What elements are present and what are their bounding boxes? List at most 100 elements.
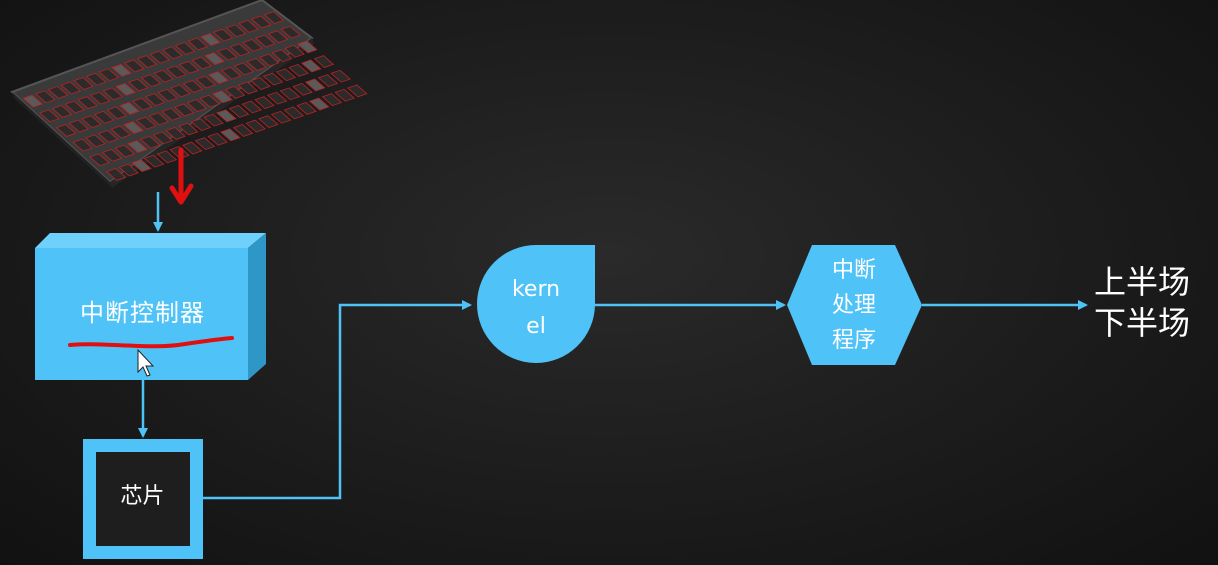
keyboard-key — [174, 103, 195, 117]
keyboard-key — [229, 43, 251, 57]
keyboard-key — [85, 72, 107, 86]
interrupt-handler-label-line1: 中断 — [831, 258, 876, 283]
keyboard-key — [165, 127, 186, 140]
keyboard-key — [313, 55, 335, 68]
keyboard-key — [73, 77, 94, 90]
keyboard-key — [60, 81, 81, 95]
keyboard-key — [89, 153, 110, 167]
chip-label: 芯片 — [120, 484, 165, 509]
keyboard-key — [296, 102, 317, 115]
keyboard-key — [267, 30, 289, 43]
keyboard-key — [140, 74, 162, 87]
keyboard-key — [111, 63, 132, 77]
keyboard-key — [152, 131, 174, 145]
keyboard-key — [288, 63, 309, 77]
keyboard-key — [51, 105, 73, 118]
keyboard-key — [93, 110, 115, 124]
keyboard-key — [238, 19, 259, 33]
keyboard-key — [224, 85, 246, 99]
interrupt-controller-label: 中断控制器 — [80, 299, 205, 327]
keyboard-key — [242, 39, 263, 52]
keyboard-key — [149, 50, 170, 64]
keyboard-key — [228, 105, 250, 118]
keyboard-key — [170, 84, 191, 98]
keyboard-key — [203, 113, 224, 127]
keyboard-key — [246, 58, 267, 71]
keyboard-key — [266, 91, 288, 105]
keyboard-key — [220, 128, 241, 142]
mouse-cursor-icon — [137, 348, 155, 377]
keyboard-key — [190, 118, 212, 131]
keyboard-key — [232, 124, 254, 137]
keyboard-key — [216, 109, 237, 123]
keyboard-key — [64, 100, 85, 114]
keyboard-key — [55, 124, 77, 137]
keyboard-key — [245, 119, 266, 133]
keyboard-key — [317, 74, 339, 87]
keyboard-key — [178, 122, 199, 136]
keyboard-key — [237, 81, 258, 95]
keyboard-key — [187, 37, 208, 51]
keyboard-key — [85, 134, 106, 148]
keyboard-key — [81, 115, 102, 129]
keyboard-icon — [10, 0, 368, 188]
keyboard-key — [220, 66, 242, 80]
interrupt-handler-label-line3: 程序 — [831, 328, 876, 353]
keyboard-key — [35, 90, 56, 104]
kernel-shape — [477, 245, 595, 363]
keyboard-key — [200, 33, 221, 46]
keyboard-key — [297, 40, 318, 54]
keyboard-key — [118, 163, 139, 177]
keyboard-key — [199, 94, 220, 108]
kernel-label-line1: kern — [511, 277, 561, 302]
keyboard-key — [321, 93, 343, 107]
keyboard-key — [270, 110, 292, 124]
keyboard-key — [208, 71, 229, 85]
keyboard-key — [162, 46, 183, 60]
kernel-label-line2: el — [526, 314, 546, 339]
keyboard-key — [212, 28, 234, 42]
keyboard-key — [72, 138, 93, 152]
keyboard-key — [301, 59, 322, 73]
keyboard-key — [143, 154, 165, 168]
keyboard-key — [114, 144, 135, 158]
keyboard-key — [161, 107, 182, 121]
keyboard-key — [166, 65, 187, 79]
interrupt-handler-shape — [787, 245, 922, 365]
keyboard-key — [135, 116, 157, 130]
keyboard-key — [255, 34, 276, 48]
keyboard-key — [279, 87, 301, 101]
keyboard-key — [156, 150, 178, 164]
keyboard-key — [225, 24, 247, 38]
keyboard-key — [97, 129, 119, 143]
keyboard-key — [275, 68, 297, 82]
keyboard-key — [292, 83, 313, 96]
keyboard-key — [106, 106, 128, 120]
keyboard-key — [250, 77, 271, 90]
keyboard-key — [132, 97, 153, 111]
keyboard-key — [115, 83, 136, 96]
annotation-underline — [68, 336, 234, 349]
keyboard-key — [258, 115, 279, 129]
top-half-label: 上半场 — [1094, 263, 1191, 301]
keyboard-key — [131, 159, 152, 173]
keyboard-key — [123, 121, 144, 134]
keyboard-key — [186, 99, 208, 112]
keyboard-key — [139, 135, 161, 149]
keyboard-key — [144, 93, 166, 107]
keyboard-key — [153, 69, 174, 83]
annotation-arrow — [169, 147, 194, 205]
keyboard-key — [124, 59, 145, 73]
keyboard-key — [182, 80, 204, 93]
keyboard-key — [204, 52, 225, 65]
keyboard-key — [22, 94, 43, 108]
keyboard-key — [89, 91, 111, 105]
keyboard-key — [280, 25, 301, 39]
keyboard-key — [309, 97, 330, 111]
keyboard-key — [207, 132, 228, 146]
interrupt-handler-label-line2: 处理 — [831, 293, 876, 318]
keyboard-key — [102, 87, 124, 101]
keyboard-key — [39, 109, 60, 123]
keyboard-key — [128, 78, 149, 92]
